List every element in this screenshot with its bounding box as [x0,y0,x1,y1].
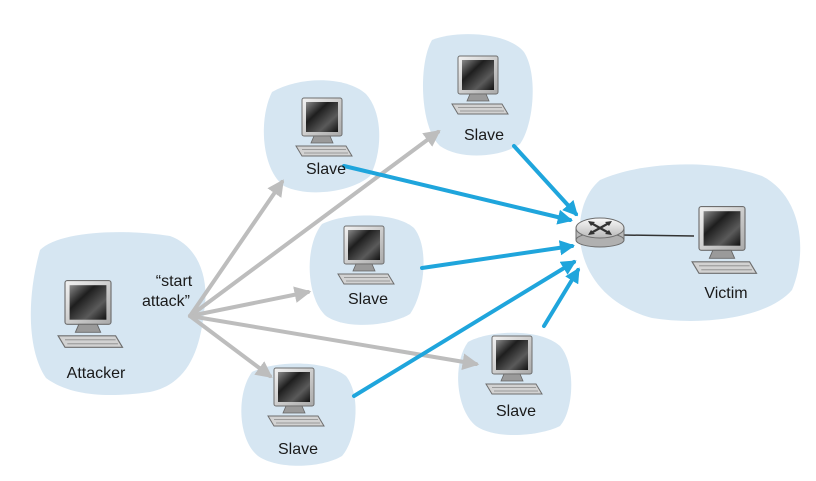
slave-node-1: Slave [295,97,353,178]
attacker-node: Attacker [57,280,126,382]
victim-link [621,234,695,237]
attack-arrow-slave-5 [352,260,577,398]
slave-node-2: Slave [451,55,509,144]
slave-node-5: Slave [267,367,325,458]
attack-arrows [342,144,580,398]
network-blobs [30,34,801,466]
victim-label: Victim [704,285,747,302]
command-line-1: “start [156,273,193,290]
blob-attacker [30,232,206,396]
slave-1-label: Slave [306,161,346,178]
command-line-2: attack” [142,293,190,310]
slave-3-label: Slave [348,291,388,308]
command-arrows [188,129,480,379]
blob-victim [579,164,801,321]
attack-arrow-slave-3 [420,240,576,270]
attack-arrow-slave-1 [342,164,573,225]
command-arrow-slave-3 [188,286,312,318]
router-icon [575,217,625,248]
command-arrow-slave-4 [188,314,480,371]
attack-arrow-slave-4 [542,267,580,328]
slave-4-label: Slave [496,403,536,420]
slave-node-4: Slave [485,335,543,420]
command-arrow-slave-1 [188,179,284,318]
command-arrow-slave-2 [188,129,441,318]
slave-node-3: Slave [337,225,395,308]
slave-2-label: Slave [464,127,504,144]
attacker-label: Attacker [67,365,126,382]
attack-arrow-slave-2 [512,144,579,217]
command-text: “start attack” [142,273,193,310]
blob-slave-5 [241,363,356,466]
slave-5-label: Slave [278,441,318,458]
command-arrow-slave-5 [188,314,273,379]
victim-node: Victim [691,206,758,302]
